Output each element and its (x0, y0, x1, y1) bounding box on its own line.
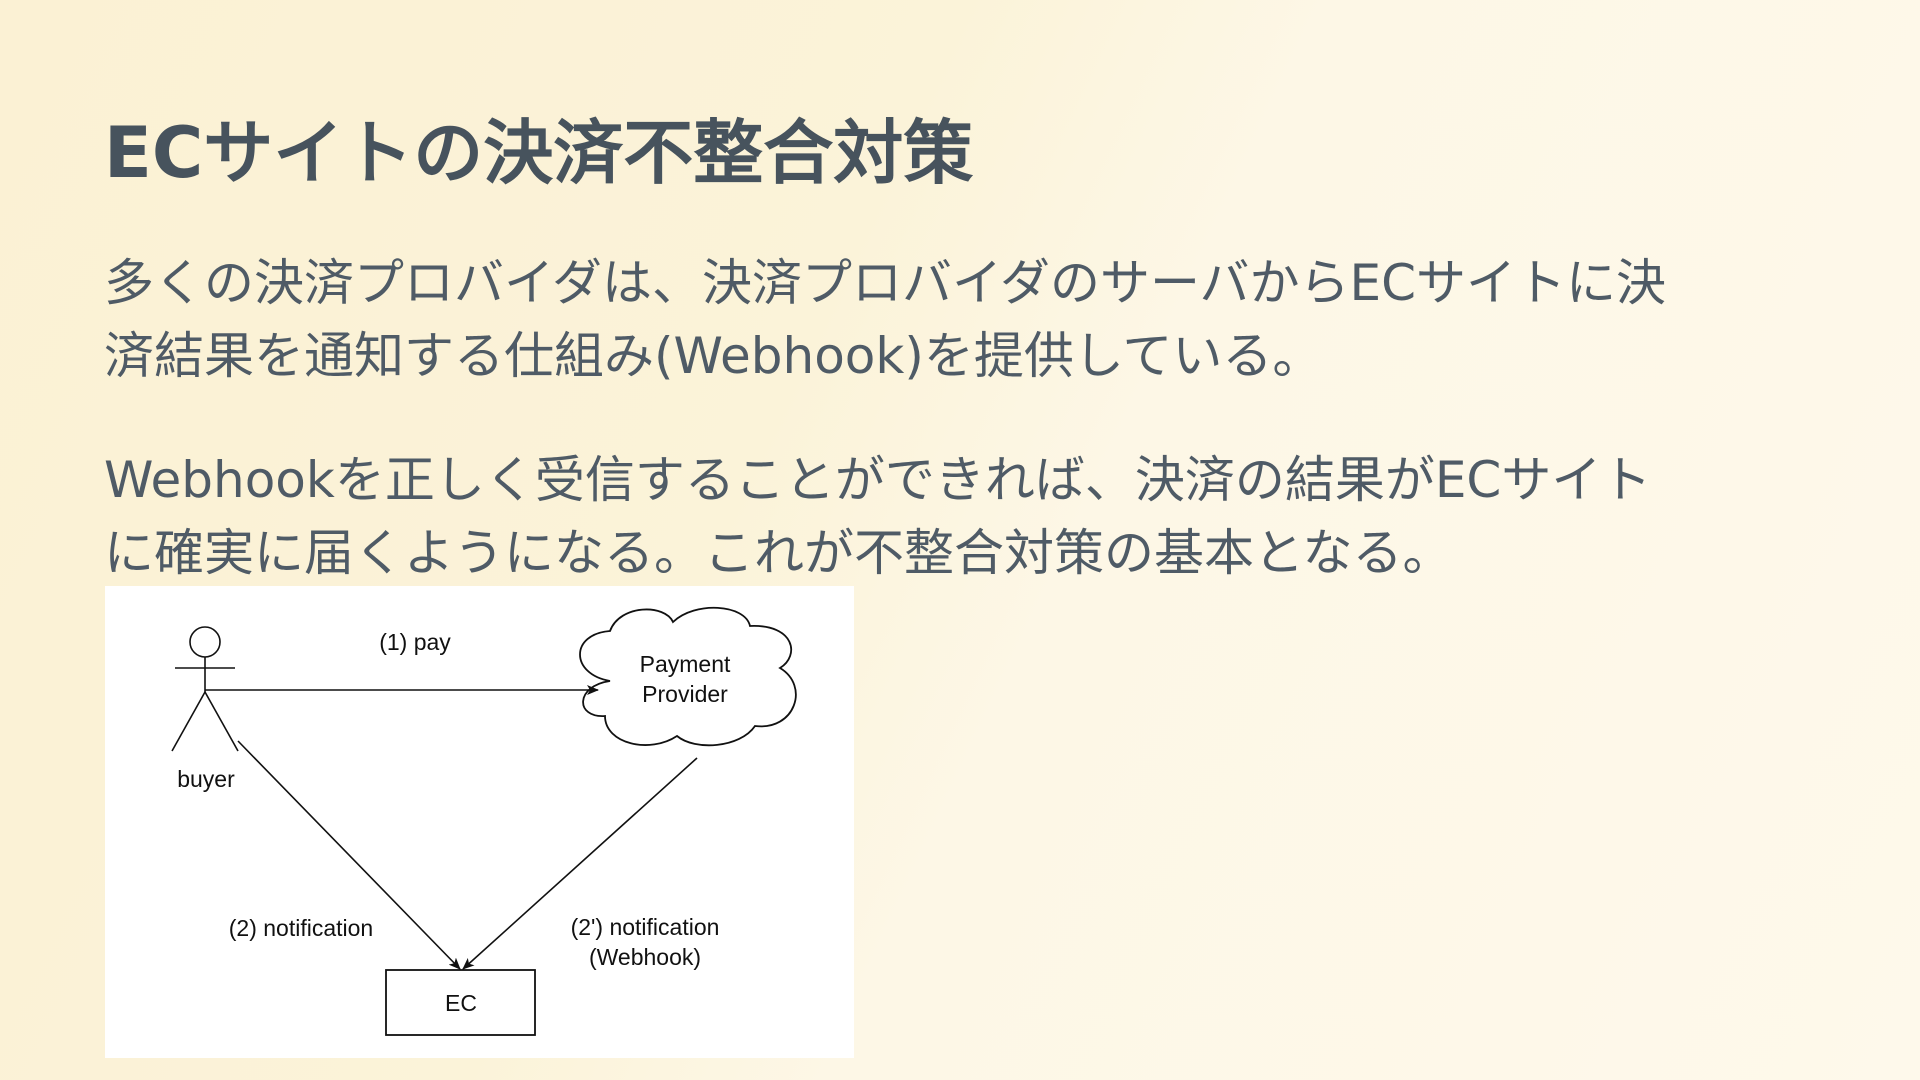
webhook-arrow (462, 757, 698, 970)
notification-arrow (237, 740, 461, 970)
ec-node-box (385, 969, 536, 1036)
ec-label: EC (445, 990, 477, 1016)
buyer-actor-icon (171, 626, 239, 752)
provider-label-line2: Provider (642, 681, 728, 707)
paragraph-line: 多くの決済プロバイダは、決済プロバイダのサーバからECサイトに決 (104, 254, 1667, 312)
paragraph-line: に確実に届くようになる。これが不整合対策の基本となる。 (104, 524, 1453, 582)
payment-flow-diagram: buyer Payment Provider EC (1) pay (2) no… (105, 586, 854, 1058)
paragraph-webhook-intro: 多くの決済プロバイダは、決済プロバイダのサーバからECサイトに決 済結果を通知す… (104, 247, 1824, 393)
slide-title: ECサイトの決済不整合対策 (104, 112, 974, 194)
webhook-arrow-label-line2: (Webhook) (589, 944, 701, 970)
webhook-arrow-label-line1: (2') notification (571, 914, 720, 940)
paragraph-line: Webhookを正しく受信することができれば、決済の結果がECサイト (104, 451, 1652, 509)
pay-arrow-label: (1) pay (379, 629, 451, 655)
provider-label-line1: Payment (640, 651, 731, 677)
paragraph-line: 済結果を通知する仕組み(Webhook)を提供している。 (104, 327, 1323, 385)
payment-provider-cloud (579, 606, 797, 747)
paragraph-webhook-benefit: Webhookを正しく受信することができれば、決済の結果がECサイト に確実に届… (104, 444, 1824, 590)
buyer-label: buyer (177, 766, 235, 792)
notification-arrow-label: (2) notification (229, 915, 373, 941)
diagram-canvas: buyer Payment Provider EC (1) pay (2) no… (171, 606, 797, 1036)
